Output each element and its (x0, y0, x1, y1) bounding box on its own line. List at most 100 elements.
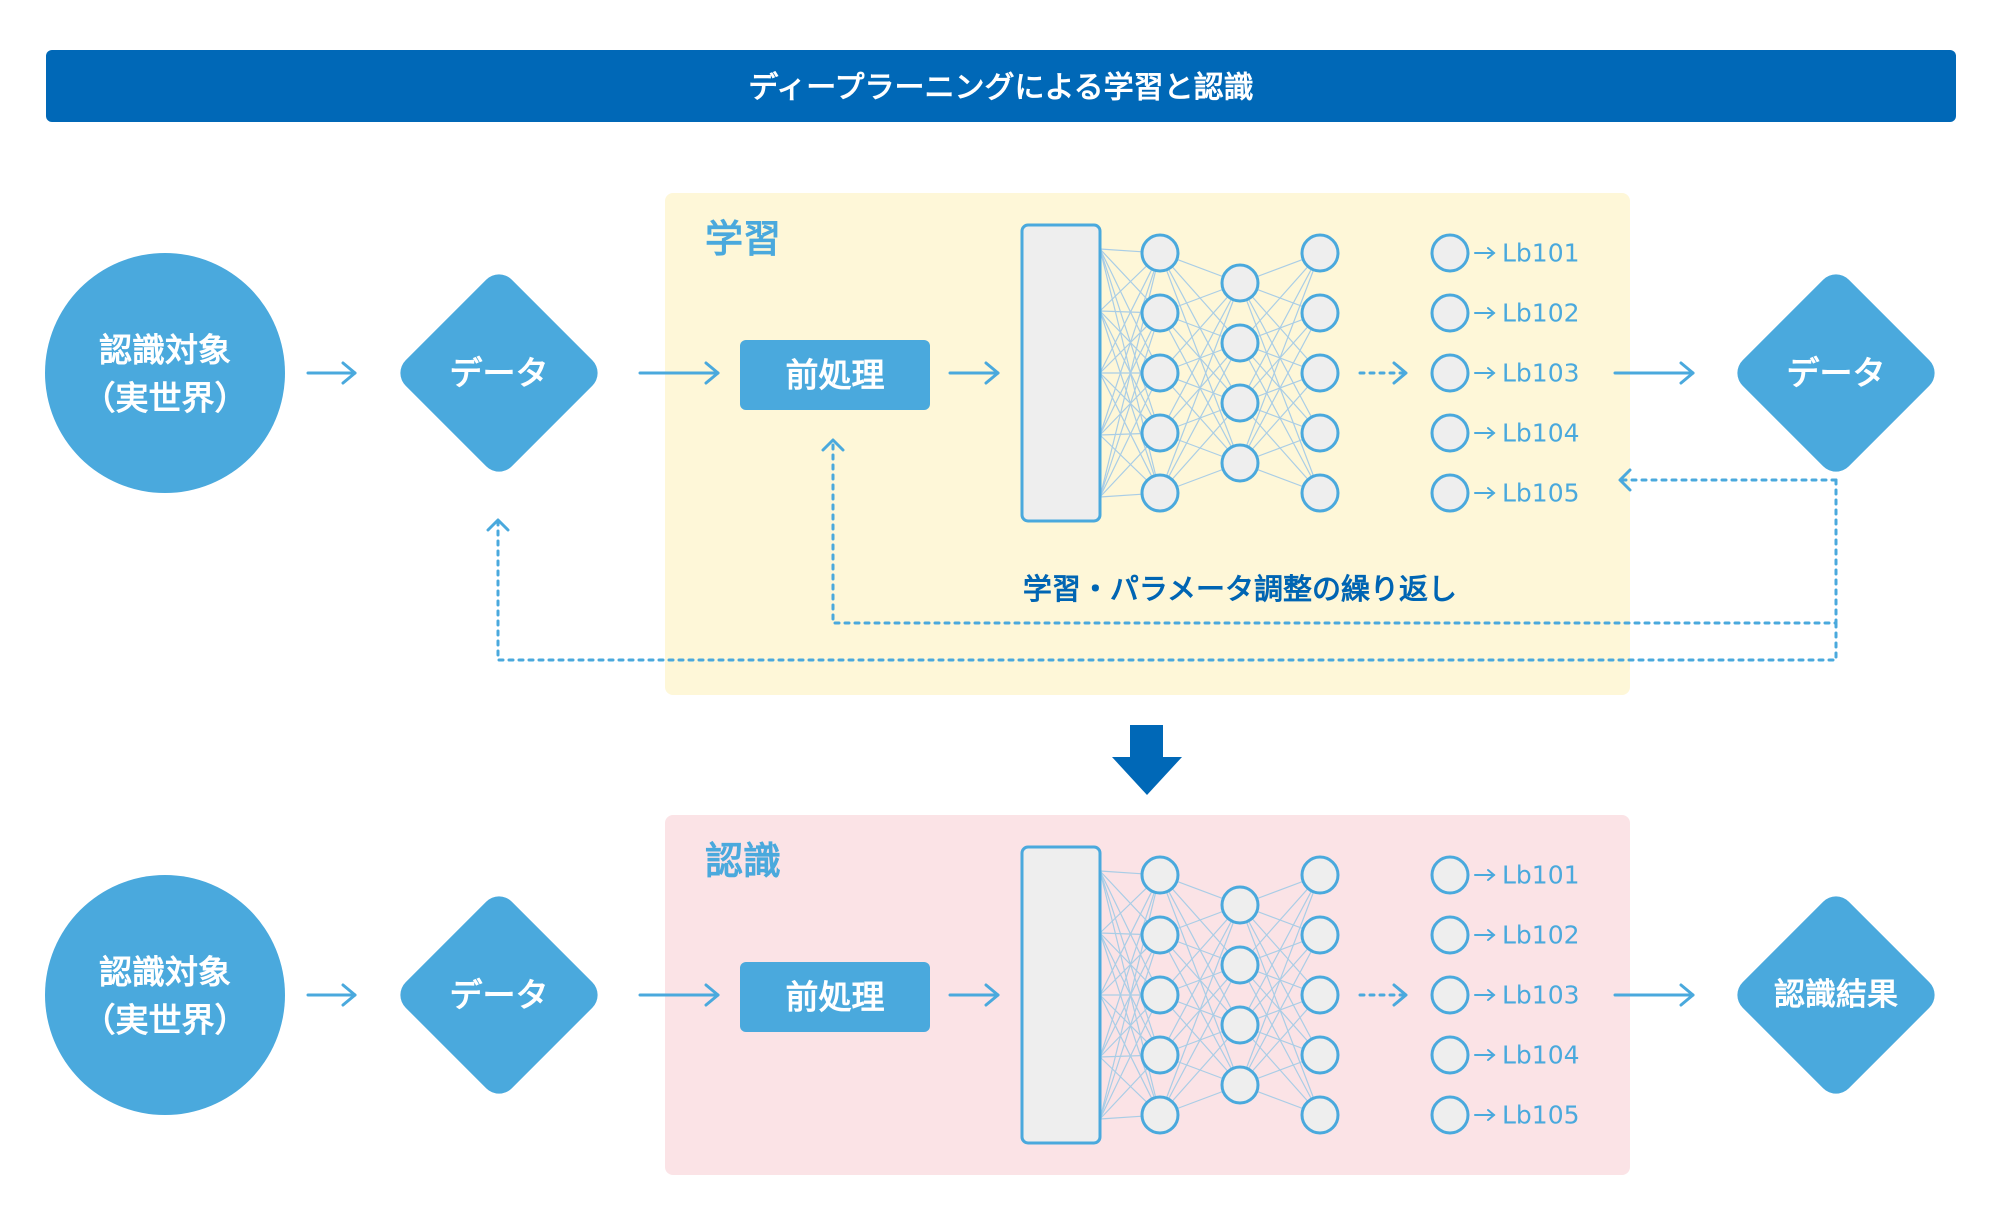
output-label: Lb103 (1502, 981, 1580, 1010)
connection-line (1239, 994, 1321, 1086)
neuron (1430, 293, 1470, 333)
neuron (1430, 855, 1470, 895)
neuron (1140, 413, 1180, 453)
connection-line (1159, 904, 1241, 1056)
connection-line (1099, 248, 1161, 434)
dotted-right-arrow-icon (1358, 361, 1408, 385)
connection-line (1239, 252, 1321, 464)
neuron (1300, 413, 1340, 453)
connection-line (1239, 372, 1321, 464)
output-arrow-icon (1474, 989, 1496, 1001)
connection-line (1159, 282, 1241, 374)
connection-line (1099, 248, 1161, 374)
dotted-feedback-arrow (1618, 468, 1838, 492)
recognition-source-circle (45, 875, 285, 1115)
neuron (1430, 233, 1470, 273)
neuron (1140, 975, 1180, 1015)
learning-data-label: データ (450, 354, 549, 393)
learning-preprocess-box (740, 340, 930, 410)
page-title: ディープラーニングによる学習と認識 (748, 71, 1253, 106)
connection-line (1099, 932, 1161, 1116)
connection-line (1159, 964, 1241, 1116)
recognition-data-label: データ (450, 976, 549, 1015)
learning-section-label: 学習 (705, 217, 781, 261)
output-label: Lb105 (1502, 479, 1580, 508)
right-arrow-icon (1613, 983, 1695, 1007)
neuron (1300, 1035, 1340, 1075)
output-label: Lb102 (1502, 921, 1580, 950)
right-arrow-icon (638, 361, 720, 385)
connection-line (1099, 994, 1161, 1120)
right-arrow-icon (948, 983, 1000, 1007)
neuron (1430, 473, 1470, 513)
output-arrow-icon (1474, 307, 1496, 319)
connection-line (1159, 1024, 1241, 1116)
right-arrow-icon (638, 983, 720, 1007)
neuron (1220, 1005, 1260, 1045)
right-arrow-icon (1613, 361, 1695, 385)
neuron (1140, 233, 1180, 273)
connection-line (1099, 248, 1161, 494)
output-arrow-icon (1474, 487, 1496, 499)
connection-line (1239, 934, 1321, 1086)
connection-line (1159, 402, 1241, 494)
dotted-feedback-arrow (821, 438, 1838, 625)
right-arrow-icon (306, 361, 357, 385)
connection-line (1099, 312, 1161, 436)
neuron (1140, 1095, 1180, 1135)
neuron (1220, 323, 1260, 363)
neuron (1300, 855, 1340, 895)
neuron (1140, 915, 1180, 955)
connection-line (1099, 934, 1161, 1058)
output-arrow-icon (1474, 929, 1496, 941)
learning-source-label-line2: （実世界） (83, 379, 248, 418)
neuron (1430, 1035, 1470, 1075)
recognition-preprocess-box (740, 962, 930, 1032)
neuron (1300, 473, 1340, 513)
learning-data-diamond (400, 274, 598, 472)
output-arrow-icon (1474, 247, 1496, 259)
output-arrow-icon (1474, 1109, 1496, 1121)
connection-line (1099, 310, 1161, 494)
connection-line (1159, 282, 1241, 434)
connection-line (1099, 934, 1161, 1120)
connection-line (1239, 252, 1321, 344)
neuron (1220, 383, 1260, 423)
recognition-data-diamond (400, 896, 598, 1094)
connection-line (1099, 870, 1161, 1056)
right-arrow-icon (306, 983, 357, 1007)
recognition-section-label: 認識 (705, 839, 781, 883)
neuron (1430, 915, 1470, 955)
neuron (1300, 975, 1340, 1015)
recognition-result-diamond (1737, 896, 1935, 1094)
connection-line (1099, 874, 1161, 996)
output-arrow-icon (1474, 869, 1496, 881)
learning-source-circle (45, 253, 285, 493)
neuron (1140, 1035, 1180, 1075)
neuron (1140, 855, 1180, 895)
connection-line (1159, 904, 1241, 1116)
connection-line (1159, 282, 1241, 494)
recognition-result-label: 認識結果 (1774, 977, 1898, 1013)
connection-line (1159, 904, 1241, 996)
neuron (1220, 443, 1260, 483)
recognition-source-label-line2: （実世界） (83, 1001, 248, 1040)
neuron (1300, 353, 1340, 393)
connection-line (1099, 874, 1161, 1058)
neuron (1220, 885, 1260, 925)
output-label: Lb102 (1502, 299, 1580, 328)
output-arrow-icon (1474, 1049, 1496, 1061)
right-arrow-icon (948, 361, 1000, 385)
learning-result-diamond (1737, 274, 1935, 472)
output-label: Lb104 (1502, 1041, 1580, 1070)
neuron (1140, 293, 1180, 333)
loop-label: 学習・パラメータ調整の繰り返し (1023, 572, 1457, 606)
connection-line (1239, 252, 1321, 404)
neuron (1300, 293, 1340, 333)
output-arrow-icon (1474, 367, 1496, 379)
output-label: Lb103 (1502, 359, 1580, 388)
output-label: Lb104 (1502, 419, 1580, 448)
connection-line (1239, 874, 1321, 1086)
dotted-feedback-arrow (486, 518, 1838, 662)
